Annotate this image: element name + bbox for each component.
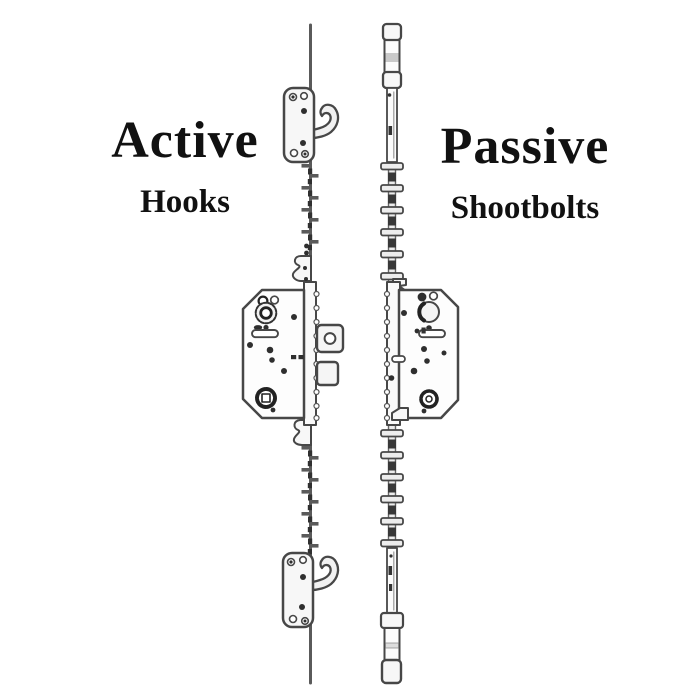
active-lock-illustration	[241, 23, 345, 685]
passive-title: Passive	[440, 118, 610, 175]
passive-label-block: Passive Shootbolts	[405, 118, 645, 226]
active-gearbox	[241, 281, 345, 426]
passive-top-shootbolt	[381, 22, 403, 163]
passive-lock-illustration	[379, 22, 460, 685]
active-latch	[315, 323, 345, 354]
passive-bottom-shootbolt	[379, 547, 405, 685]
active-subtitle: Hooks	[140, 184, 230, 221]
active-bottom-hook	[281, 551, 340, 629]
active-top-hook	[282, 86, 340, 164]
active-title: Active	[111, 112, 259, 169]
passive-subtitle: Shootbolts	[450, 190, 600, 227]
passive-gearbox	[383, 278, 460, 426]
active-label-block: Active Hooks	[55, 112, 315, 220]
active-deadbolt	[315, 360, 340, 387]
